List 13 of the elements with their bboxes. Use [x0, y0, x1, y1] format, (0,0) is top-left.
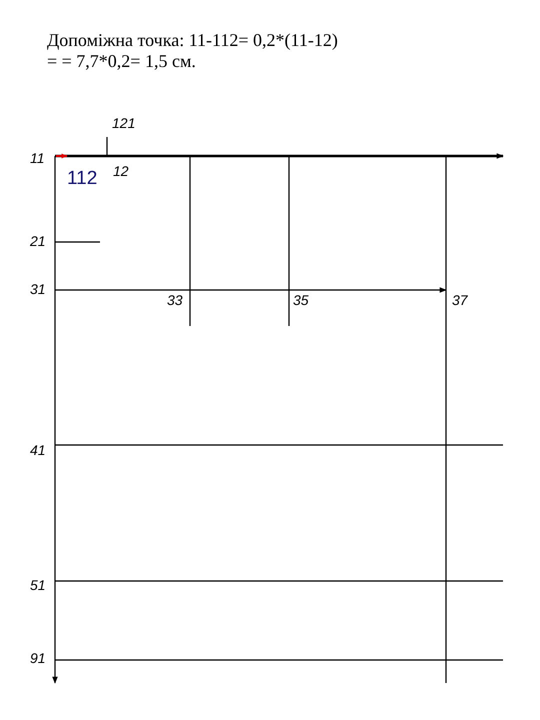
- point-label: 21: [30, 233, 46, 249]
- point-label: 31: [30, 281, 46, 297]
- point-label: 91: [30, 650, 46, 666]
- point-label: 12: [113, 163, 129, 179]
- point-label: 121: [112, 115, 136, 131]
- point-label: 35: [293, 292, 309, 308]
- point-label: 33: [167, 292, 183, 308]
- heading-note: Допоміжна точка: 11-112= 0,2*(11-12) = = 7,7*0,2= 1,5 см.: [47, 30, 339, 72]
- point-label: 37: [452, 292, 468, 308]
- point-label: 41: [30, 442, 46, 458]
- point-label: 112: [67, 169, 98, 189]
- point-label: 11: [30, 150, 45, 166]
- point-label: 51: [30, 577, 46, 593]
